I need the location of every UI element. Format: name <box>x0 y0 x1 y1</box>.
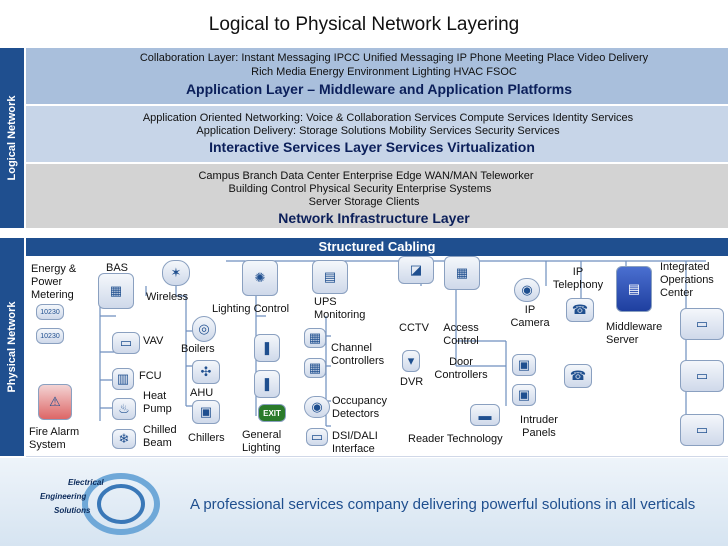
diagram-title: Logical to Physical Network Layering <box>208 14 520 35</box>
boilers-label: Boilers <box>181 343 215 355</box>
intruder-panel-icon: ▣ <box>512 384 536 406</box>
intruder-panel-icon: ▣ <box>512 354 536 376</box>
access-control-label: Access Control <box>443 322 479 347</box>
infrastructure-heading: Network Infrastructure Layer <box>278 210 470 226</box>
application-line2: Rich Media Energy Environment Lighting H… <box>251 66 517 78</box>
channel-controllers-label: Channel Controllers <box>331 342 385 367</box>
infrastructure-layer-band <box>26 164 728 228</box>
physical-devices-panel: Energy & Power Metering 10230 10230 ⚠ Fi… <box>26 256 728 457</box>
ip-telephony-label: IP Telephony <box>552 266 604 291</box>
integrated-operations-center-label: Integrated Operations Center <box>660 261 714 299</box>
application-heading: Application Layer – Middleware and Appli… <box>185 81 573 97</box>
ip-phone-icon: ☎ <box>566 298 594 322</box>
physical-network-bar: Physical Network <box>0 238 24 456</box>
ups-monitoring-label: UPS Monitoring <box>314 296 366 321</box>
reader-technology-label: Reader Technology <box>408 433 503 445</box>
channel-controller-icon: ▦ <box>304 358 326 378</box>
dvr-icon: ▾ <box>402 350 420 372</box>
card-reader-icon: ▬ <box>470 404 500 426</box>
logical-network-label: Logical Network <box>6 95 18 181</box>
dali-interface-icon: ▭ <box>306 428 328 446</box>
fcu-label: FCU <box>139 370 162 382</box>
interactive-layer-band <box>26 106 728 162</box>
dvr-label: DVR <box>400 376 424 388</box>
lighting-control-label: Lighting Control <box>212 303 290 315</box>
interactive-line2: Application Delivery: Storage Solutions … <box>196 125 560 137</box>
cctv-camera-icon: ◪ <box>398 256 434 284</box>
chiller-icon: ▣ <box>192 400 220 424</box>
server-rack-icon: ▤ <box>616 266 652 312</box>
channel-controller-icon: ▦ <box>304 328 326 348</box>
company-logo-swoosh <box>82 473 160 535</box>
application-line1: Collaboration Layer: Instant Messaging I… <box>139 52 649 64</box>
vav-label: VAV <box>143 335 164 347</box>
monitor-icon: ▭ <box>680 360 724 392</box>
vav-icon: ▭ <box>112 332 140 354</box>
footer-banner: Electrical Engineering Solutions <box>0 458 728 546</box>
chillers-label: Chillers <box>188 432 225 444</box>
energy-metering-label: Energy & Power Metering <box>31 263 77 301</box>
heat-pump-label: Heat Pump <box>143 390 172 415</box>
infrastructure-line1: Campus Branch Data Center Enterprise Edg… <box>198 170 534 182</box>
middleware-server-label: Middleware Server <box>606 321 663 346</box>
ahu-label: AHU <box>190 387 214 399</box>
occupancy-sensor-icon: ◉ <box>304 396 330 418</box>
interactive-heading: Interactive Services Layer Services Virt… <box>209 139 535 155</box>
meter-icon: 10230 <box>36 328 64 344</box>
meter-icon: 10230 <box>36 304 64 320</box>
wireless-antenna-icon: ✶ <box>162 260 190 286</box>
fcu-icon: ▥ <box>112 368 134 390</box>
ip-phone-icon: ☎ <box>564 364 592 388</box>
application-layer-band <box>26 48 728 104</box>
wireless-label: Wireless <box>146 291 189 303</box>
physical-network-label: Physical Network <box>6 301 18 393</box>
infrastructure-line2: Building Control Physical Security Enter… <box>228 183 492 195</box>
monitor-icon: ▭ <box>680 414 724 446</box>
occupancy-detectors-label: Occupancy Detectors <box>332 395 388 420</box>
heat-pump-icon: ♨ <box>112 398 136 420</box>
chilled-beam-icon: ❄ <box>112 429 136 449</box>
fire-alarm-icon: ⚠ <box>38 384 72 420</box>
ip-camera-icon: ◉ <box>514 278 540 302</box>
boiler-icon: ◎ <box>192 316 216 342</box>
door-controllers-label: Door Controllers <box>434 356 488 381</box>
exit-sign-icon: EXIT <box>258 404 286 422</box>
logo-line1: Electrical <box>68 478 104 487</box>
infrastructure-line3: Server Storage Clients <box>308 196 420 208</box>
interactive-line1: Application Oriented Networking: Voice &… <box>142 112 634 124</box>
fire-alarm-label: Fire Alarm System <box>29 426 80 451</box>
ups-icon: ▤ <box>312 260 348 294</box>
footer-tagline: A professional services company deliveri… <box>190 496 696 513</box>
logo-line2: Engineering <box>40 492 87 501</box>
structured-cabling-bar: Structured Cabling <box>26 238 728 256</box>
lamp-icon: ❚ <box>254 370 280 398</box>
lamp-icon: ❚ <box>254 334 280 362</box>
bas-label: BAS <box>106 262 129 274</box>
lighting-control-icon: ✺ <box>242 260 278 296</box>
logical-network-bar: Logical Network <box>0 48 24 228</box>
general-lighting-label: General Lighting <box>242 429 282 454</box>
intruder-panels-label: Intruder Panels <box>520 414 558 439</box>
ip-camera-label: IP Camera <box>510 304 550 329</box>
building-icon: ▦ <box>98 273 134 309</box>
access-control-icon: ▦ <box>444 256 480 290</box>
logo-line3: Solutions <box>54 506 91 515</box>
chilled-beam-label: Chilled Beam <box>143 424 177 449</box>
monitor-icon: ▭ <box>680 308 724 340</box>
cctv-label: CCTV <box>399 322 429 334</box>
ahu-icon: ✣ <box>192 360 220 384</box>
dsi-dali-label: DSI/DALI Interface <box>332 430 378 455</box>
